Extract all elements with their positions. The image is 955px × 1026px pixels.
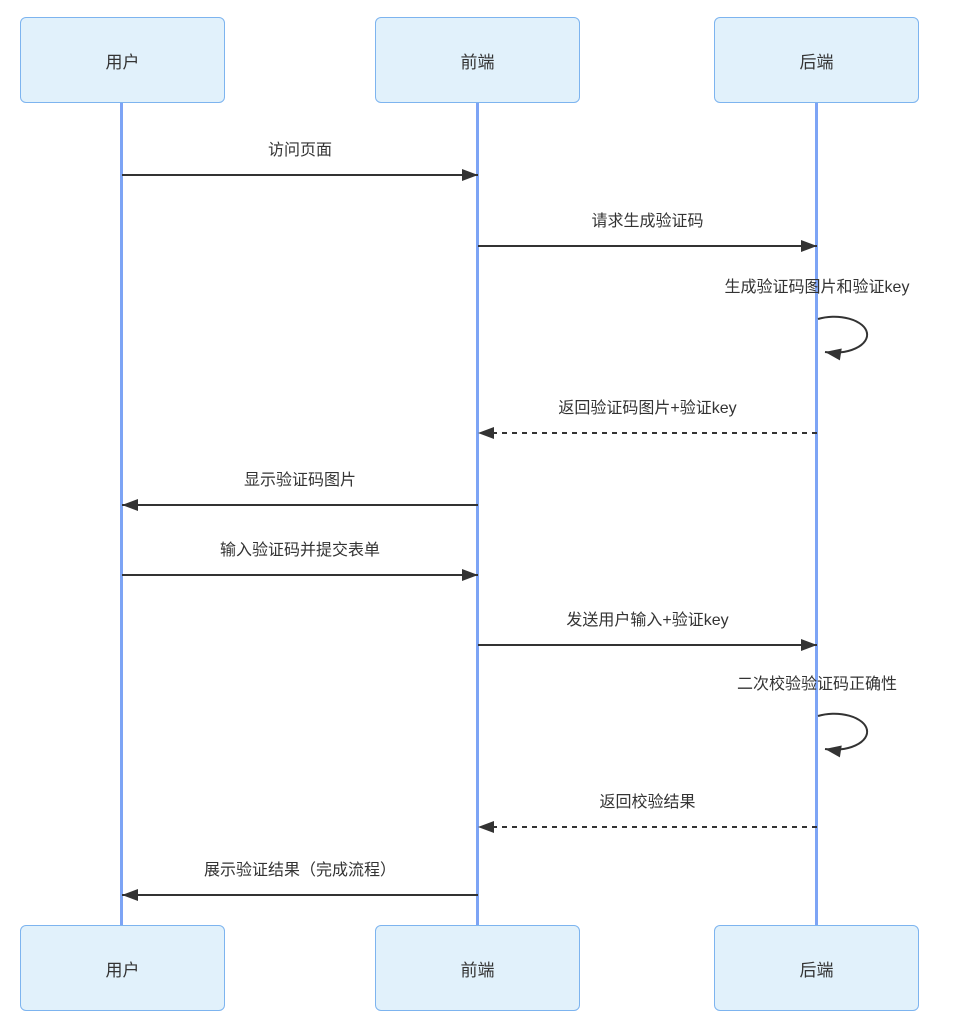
actor-label: 后端 <box>799 960 834 980</box>
message-label: 显示验证码图片 <box>243 472 356 489</box>
actor-label: 用户 <box>105 52 140 72</box>
message-label: 生成验证码图片和验证key <box>724 279 910 296</box>
actor-box-backend-top: 后端 <box>714 17 919 103</box>
actor-box-user-top: 用户 <box>20 17 225 103</box>
self-loop-generate-captcha <box>817 315 869 361</box>
actor-label: 用户 <box>105 960 140 980</box>
lifeline-user <box>120 103 123 925</box>
message-label: 输入验证码并提交表单 <box>219 542 380 559</box>
actor-box-frontend-top: 前端 <box>375 17 580 103</box>
lifeline-backend <box>815 103 818 925</box>
message-label: 发送用户输入+验证key <box>566 612 729 629</box>
message-label: 返回校验结果 <box>599 794 696 811</box>
message-label: 二次校验验证码正确性 <box>736 676 897 693</box>
actor-box-frontend-bottom: 前端 <box>375 925 580 1011</box>
message-label: 返回验证码图片+验证key <box>558 400 737 417</box>
actor-label: 前端 <box>460 960 495 980</box>
actor-label: 前端 <box>460 52 495 72</box>
actor-box-user-bottom: 用户 <box>20 925 225 1011</box>
message-label: 访问页面 <box>267 142 332 159</box>
message-label: 请求生成验证码 <box>591 213 704 230</box>
message-label: 展示验证结果（完成流程） <box>203 862 396 879</box>
lifeline-frontend <box>476 103 479 925</box>
self-loop-verify-captcha <box>817 712 869 758</box>
actor-label: 后端 <box>799 52 834 72</box>
actor-box-backend-bottom: 后端 <box>714 925 919 1011</box>
